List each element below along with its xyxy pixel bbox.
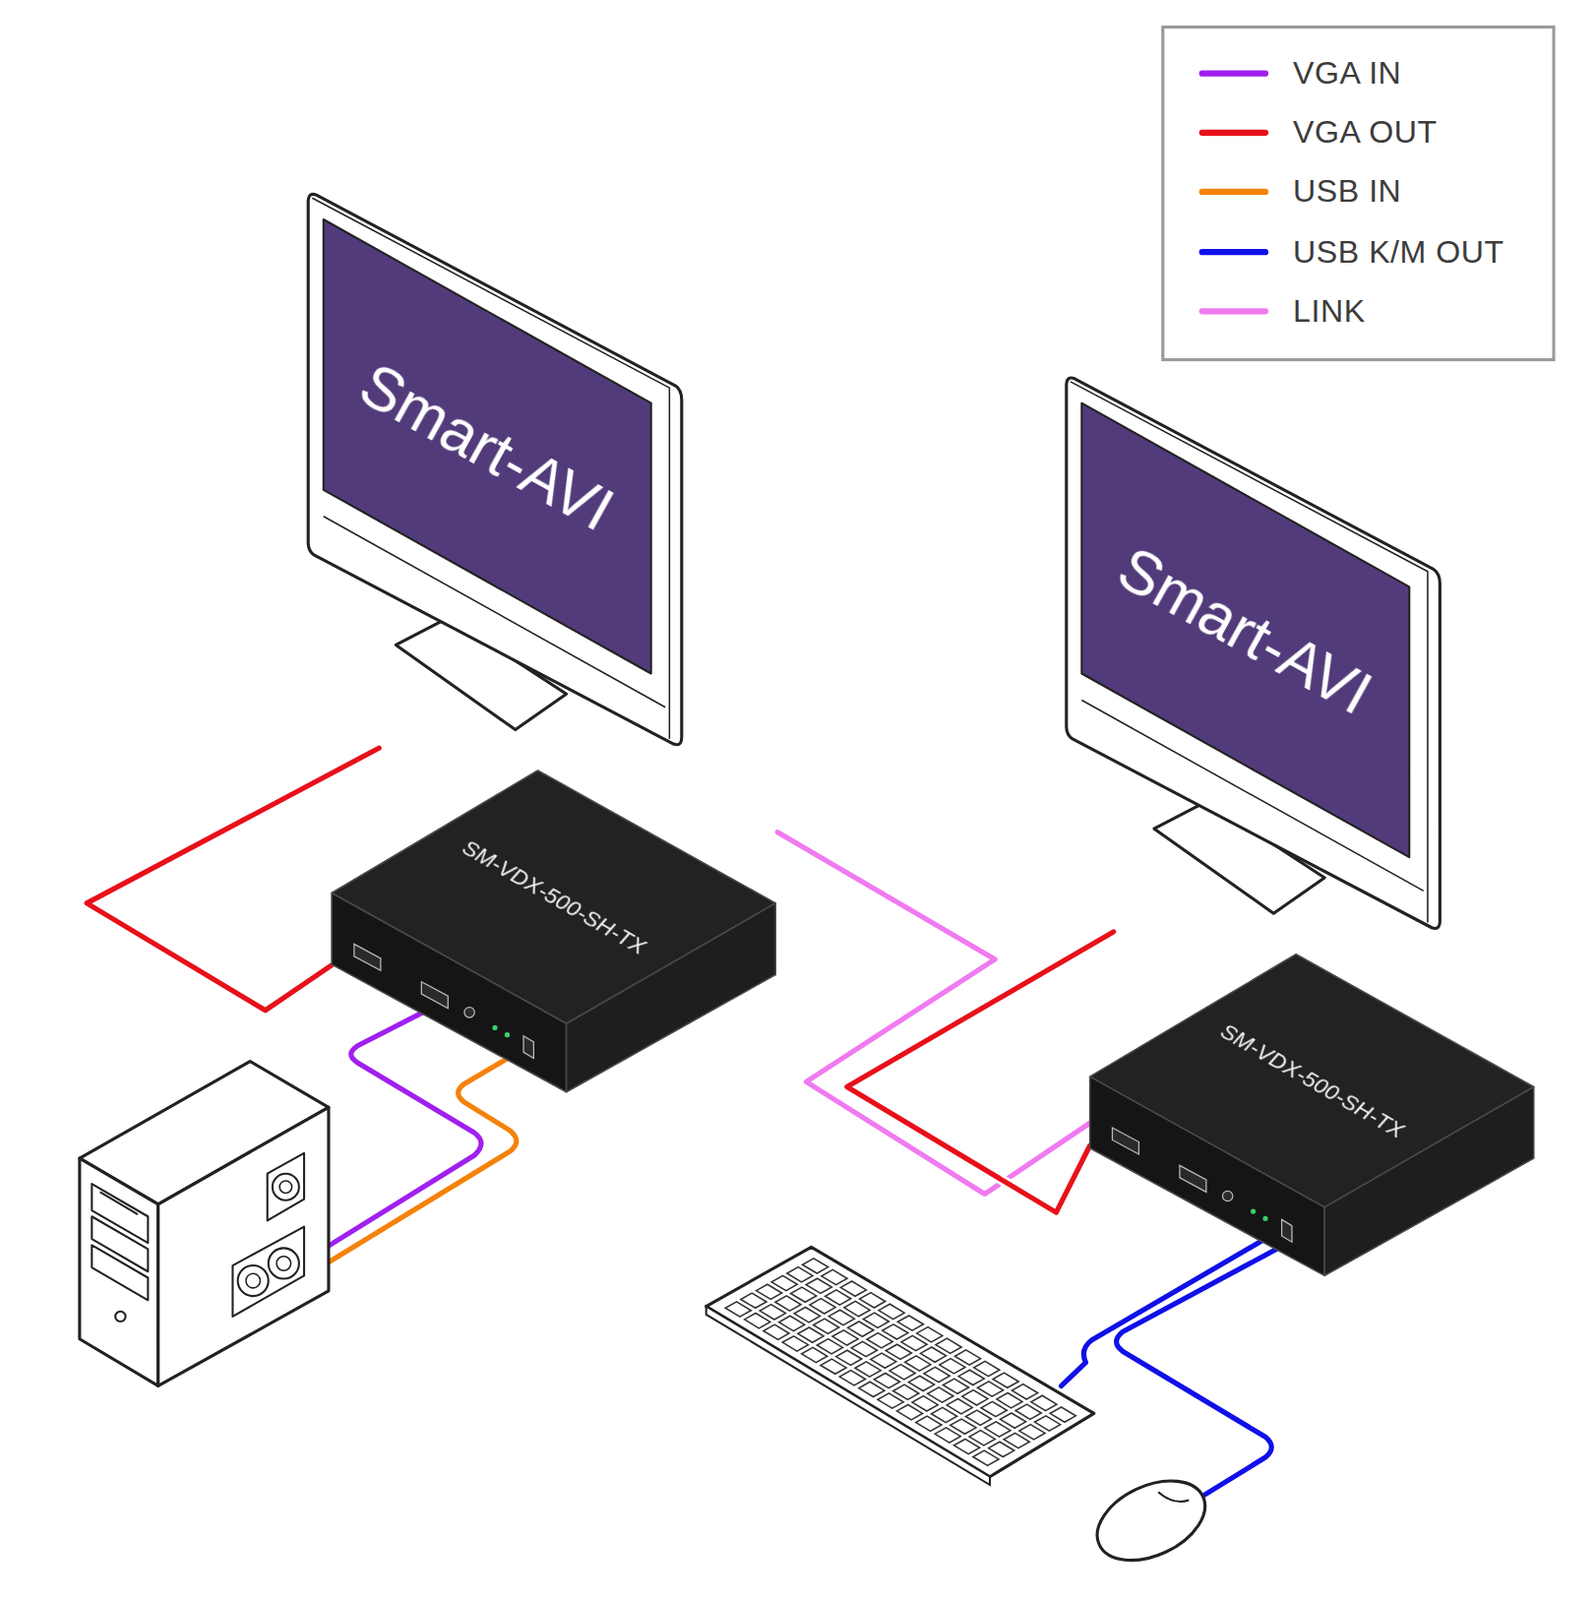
legend-box: VGA IN VGA OUT USB IN USB K/M OUT LINK xyxy=(1161,25,1555,362)
key xyxy=(878,1303,905,1319)
legend-swatch xyxy=(1199,307,1270,314)
key xyxy=(1049,1407,1076,1422)
cable-underlay xyxy=(847,931,1114,1213)
extender-box xyxy=(331,770,778,1096)
cable-underlay xyxy=(1116,1242,1288,1495)
monitor: Smart-AVI xyxy=(1064,375,1443,932)
legend-text: USB K/M OUT xyxy=(1292,234,1505,271)
key xyxy=(859,1292,886,1308)
key xyxy=(801,1258,828,1274)
cable-underlay xyxy=(326,1045,529,1264)
extender-box: SM-VDX-500-SH-TX xyxy=(1090,954,1536,1280)
legend-text: VGA OUT xyxy=(1292,114,1438,151)
key xyxy=(992,1372,1019,1388)
cable-connector xyxy=(86,747,379,1011)
legend-swatch xyxy=(1199,70,1270,77)
usb-in-cable xyxy=(326,1045,529,1264)
cable-underlay xyxy=(86,747,379,1011)
cable-line xyxy=(86,747,379,1011)
extender-box xyxy=(1090,954,1536,1280)
keyboard xyxy=(706,1246,1095,1485)
key xyxy=(1031,1395,1057,1411)
legend-text: USB IN xyxy=(1292,173,1402,210)
usb-km-cable xyxy=(1116,1242,1288,1495)
legend-swatch xyxy=(1199,248,1270,255)
legend-text: VGA IN xyxy=(1292,55,1402,92)
pc-tower xyxy=(79,1061,329,1387)
monitor: Smart-AVI xyxy=(306,191,684,748)
key xyxy=(840,1281,866,1296)
mouse xyxy=(1084,1465,1218,1577)
legend-swatch xyxy=(1199,129,1270,136)
key xyxy=(935,1338,962,1353)
key xyxy=(897,1315,923,1331)
key xyxy=(954,1349,981,1365)
cable-connector xyxy=(847,931,1114,1213)
legend-text: LINK xyxy=(1292,293,1366,330)
key xyxy=(1012,1384,1039,1400)
cable-line xyxy=(847,931,1114,1213)
key xyxy=(974,1360,1000,1376)
legend-swatch xyxy=(1199,188,1270,195)
key xyxy=(917,1327,943,1343)
extender-box: SM-VDX-500-SH-TX xyxy=(331,770,778,1096)
key xyxy=(821,1269,848,1285)
